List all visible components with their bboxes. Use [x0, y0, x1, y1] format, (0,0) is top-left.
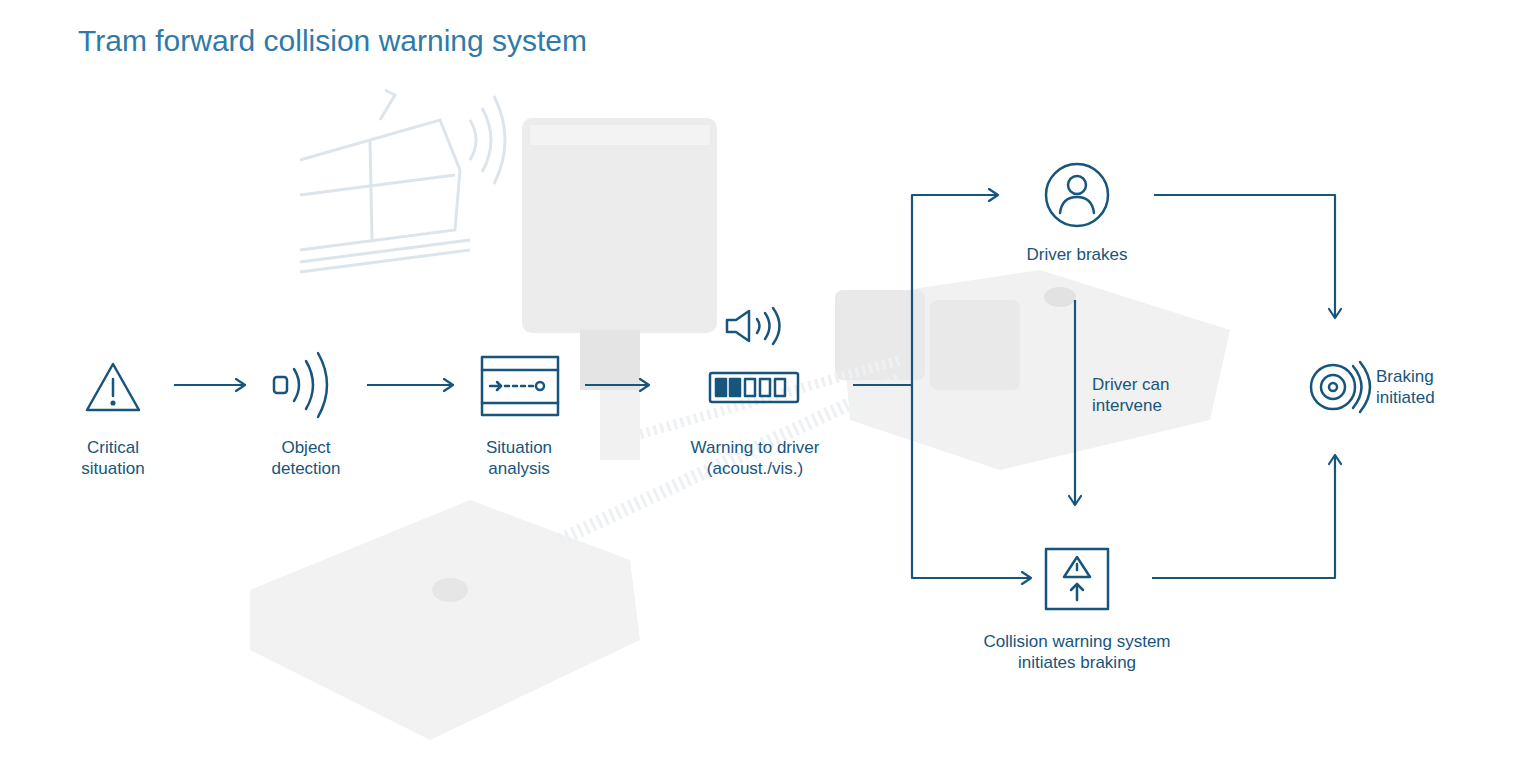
driver-icon [1046, 164, 1108, 226]
step-label: Braking initiated [1376, 366, 1466, 408]
auto-brake-icon [1046, 549, 1108, 609]
tram-sketch [300, 90, 505, 272]
control-unit [250, 270, 1230, 740]
flow-arrow [1152, 455, 1335, 578]
step-label: Collision warning system initiates braki… [955, 631, 1199, 673]
flow-step: Warning to driver (acoust./vis.) [663, 300, 847, 479]
brake-disc-icon [1311, 362, 1370, 412]
flow-step: Object detection [259, 358, 353, 479]
text-column: Braking initiated [1376, 366, 1471, 408]
flow-arrow [367, 384, 453, 386]
diagram-title: Tram forward collision warning system [78, 24, 587, 58]
warning-triangle-icon [87, 364, 139, 410]
icon-space [259, 358, 353, 437]
analysis-screen-icon [482, 357, 558, 415]
display-bar-icon [710, 373, 798, 402]
flow-arrow [174, 384, 245, 386]
step-label: Warning to driver (acoust./vis.) [663, 437, 847, 479]
flow-step: Braking initiated [1306, 355, 1471, 419]
flow-step: Collision warning system initiates braki… [955, 546, 1199, 673]
sensor-waves-icon [274, 353, 327, 417]
step-label: Situation analysis [467, 437, 571, 479]
flow-arrow [853, 385, 1031, 578]
flow-step: Driver brakes [1010, 158, 1144, 265]
step-label: Object detection [259, 437, 353, 479]
flow-arrow [1154, 195, 1335, 318]
cable-hatching [560, 360, 900, 540]
edge-label: Driver can intervene [1092, 374, 1192, 416]
sensor-unit [522, 118, 717, 460]
flow-step: Critical situation [66, 358, 160, 479]
step-label: Driver brakes [1010, 244, 1144, 265]
icon-space [1010, 158, 1144, 244]
icon-space [955, 546, 1199, 631]
icon-space [467, 358, 571, 437]
icon-space [663, 300, 847, 437]
step-label: Critical situation [66, 437, 160, 479]
flow-arrow [585, 384, 649, 386]
speaker-icon [727, 308, 780, 344]
flow-arrow [1074, 300, 1076, 505]
flow-arrow [853, 195, 998, 385]
icon-space [66, 358, 160, 437]
flow-step: Situation analysis [467, 358, 571, 479]
